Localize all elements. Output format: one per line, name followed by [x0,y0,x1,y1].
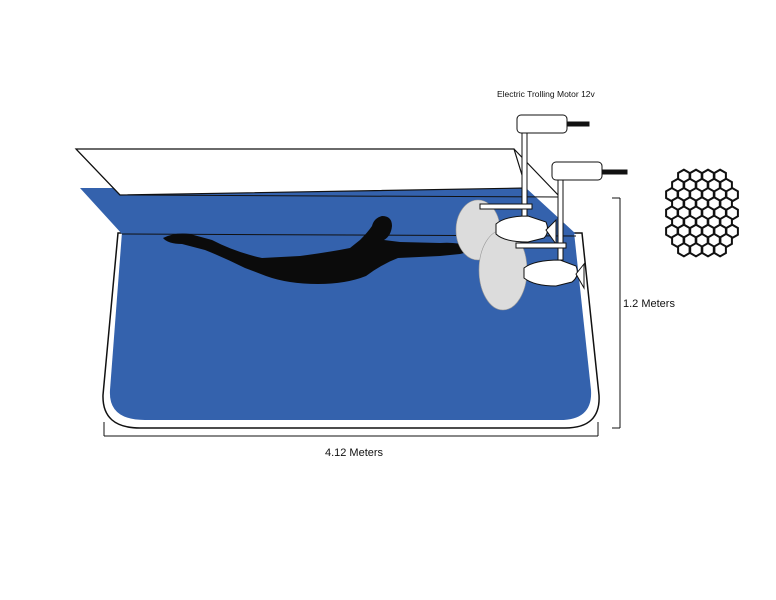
hexagon-cell [677,241,691,258]
length-dimension [103,422,599,437]
hexagon-grid-icon [665,168,739,258]
length-label: 4.12 Meters [325,447,384,459]
depth-label: 1.2 Meters [623,298,675,310]
trolling-motor-icon [479,114,590,246]
pool-water [109,232,592,420]
motor-label: Electric Trolling Motor 12v [497,89,596,99]
depth-dimension [612,197,621,429]
swimmer-silhouette [163,216,468,284]
hexagon-cell [701,241,715,258]
trolling-motor-icon-2 [515,161,628,290]
hexagon-cell [689,241,703,258]
water-surface [80,188,576,234]
hexagon-cell [713,241,727,258]
pool-rim [74,148,527,196]
rim-edge-left [75,148,121,196]
water-edge-top [119,194,561,198]
